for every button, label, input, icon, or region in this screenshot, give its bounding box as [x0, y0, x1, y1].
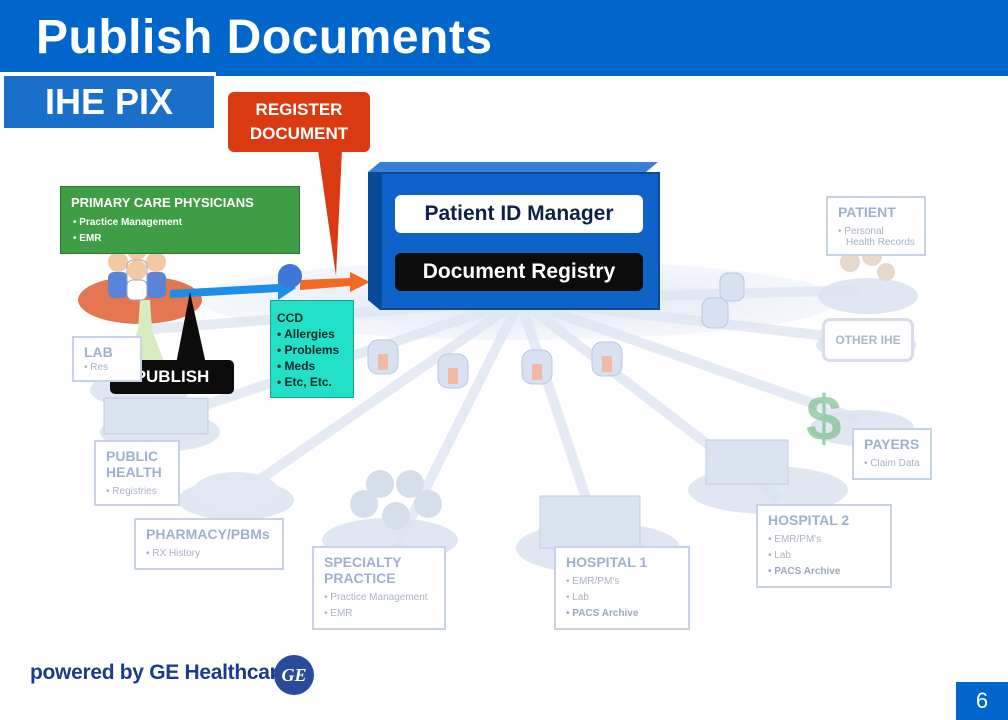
server-top [368, 162, 658, 172]
hospital1-box: HOSPITAL 1 • EMR/PM's • Lab • PACS Archi… [554, 546, 690, 630]
public-health-title-line2: HEALTH [106, 464, 162, 480]
page-number: 6 [956, 682, 1008, 720]
specialty-item: • Practice Management [324, 592, 428, 603]
hospital1-item: • EMR/PM's [566, 576, 620, 587]
patient-title: PATIENT [838, 204, 896, 220]
lab-item: • Res [84, 362, 109, 373]
register-arrow [300, 272, 370, 292]
payers-title: PAYERS [864, 436, 920, 452]
hospital1-title: HOSPITAL 1 [566, 554, 648, 570]
document-node-icon [278, 264, 302, 288]
footer-brand: powered by GE Healthcare [30, 661, 289, 684]
ccd-item: • Etc, Etc. [277, 375, 332, 389]
ccd-item: • Meds [277, 359, 316, 373]
patient-id-manager-label: Patient ID Manager [395, 195, 643, 233]
patient-item: • Personal [838, 226, 884, 237]
payers-box: PAYERS • Claim Data [852, 428, 932, 480]
hospital1-item: • PACS Archive [566, 608, 639, 619]
public-health-title-line1: PUBLIC [106, 448, 159, 464]
public-health-item: • Registries [106, 486, 157, 497]
mortar-icon [194, 472, 278, 508]
subtitle: IHE PIX [4, 76, 214, 128]
patient-item: Health Records [846, 237, 915, 248]
payers-item: • Claim Data [864, 458, 920, 469]
publish-callout-tail [176, 292, 206, 364]
ge-logo-icon: GE [274, 655, 314, 695]
dollar-icon: $ [806, 382, 842, 454]
hospital2-box: HOSPITAL 2 • EMR/PM's • Lab • PACS Archi… [756, 504, 892, 588]
specialty-title-line1: SPECIALTY [324, 554, 402, 570]
register-line2: DOCUMENT [249, 124, 349, 143]
pharmacy-title: PHARMACY/PBMs [146, 526, 270, 542]
server-block: Patient ID Manager Document Registry [368, 162, 660, 310]
ccd-item: • Problems [277, 343, 340, 357]
page-title: Publish Documents [36, 11, 493, 64]
pharmacy-item: • RX History [146, 548, 201, 559]
specialty-box: SPECIALTY PRACTICE • Practice Management… [312, 546, 446, 630]
server-side [368, 172, 380, 310]
publish-arrow [170, 276, 296, 300]
other-ihe-badge: OTHER IHE [822, 318, 914, 362]
public-health-title: PUBLIC HEALTH [106, 448, 162, 480]
primary-care-box: PRIMARY CARE PHYSICIANS • Practice Manag… [60, 186, 300, 254]
register-callout-tail [318, 150, 342, 276]
pharmacy-box: PHARMACY/PBMs • RX History [134, 518, 284, 570]
header-bar [0, 0, 1008, 76]
public-health-box: PUBLIC HEALTH • Registries [94, 440, 180, 506]
register-document-callout: REGISTER DOCUMENT [228, 92, 370, 152]
ccd-box: CCD • Allergies • Problems • Meds • Etc,… [270, 300, 354, 398]
hospital1-building-icon [539, 495, 641, 549]
hospital1-item: • Lab [566, 592, 589, 603]
hospital2-building-icon [705, 439, 789, 485]
hospital2-item: • Lab [768, 550, 791, 561]
primary-care-item: • EMR [73, 233, 102, 244]
public-health-houses-icon [103, 397, 209, 435]
patient-box: PATIENT • Personal Health Records [826, 196, 926, 256]
lab-title: LAB [84, 344, 113, 360]
hospital2-item: • PACS Archive [768, 566, 841, 577]
specialty-title-line2: PRACTICE [324, 570, 396, 586]
lab-box: LAB • Res [72, 336, 142, 382]
ccd-item: • Allergies [277, 327, 335, 341]
hospital2-title: HOSPITAL 2 [768, 512, 850, 528]
register-line1: REGISTER [255, 100, 343, 119]
ccd-title: CCD [277, 311, 303, 325]
specialty-title: SPECIALTY PRACTICE [324, 554, 402, 586]
hospital2-item: • EMR/PM's [768, 534, 822, 545]
specialty-item: • EMR [324, 608, 353, 619]
patient-platform [818, 278, 918, 314]
document-registry-label: Document Registry [395, 253, 643, 291]
primary-care-item: • Practice Management [73, 217, 183, 228]
primary-care-title: PRIMARY CARE PHYSICIANS [71, 195, 254, 210]
